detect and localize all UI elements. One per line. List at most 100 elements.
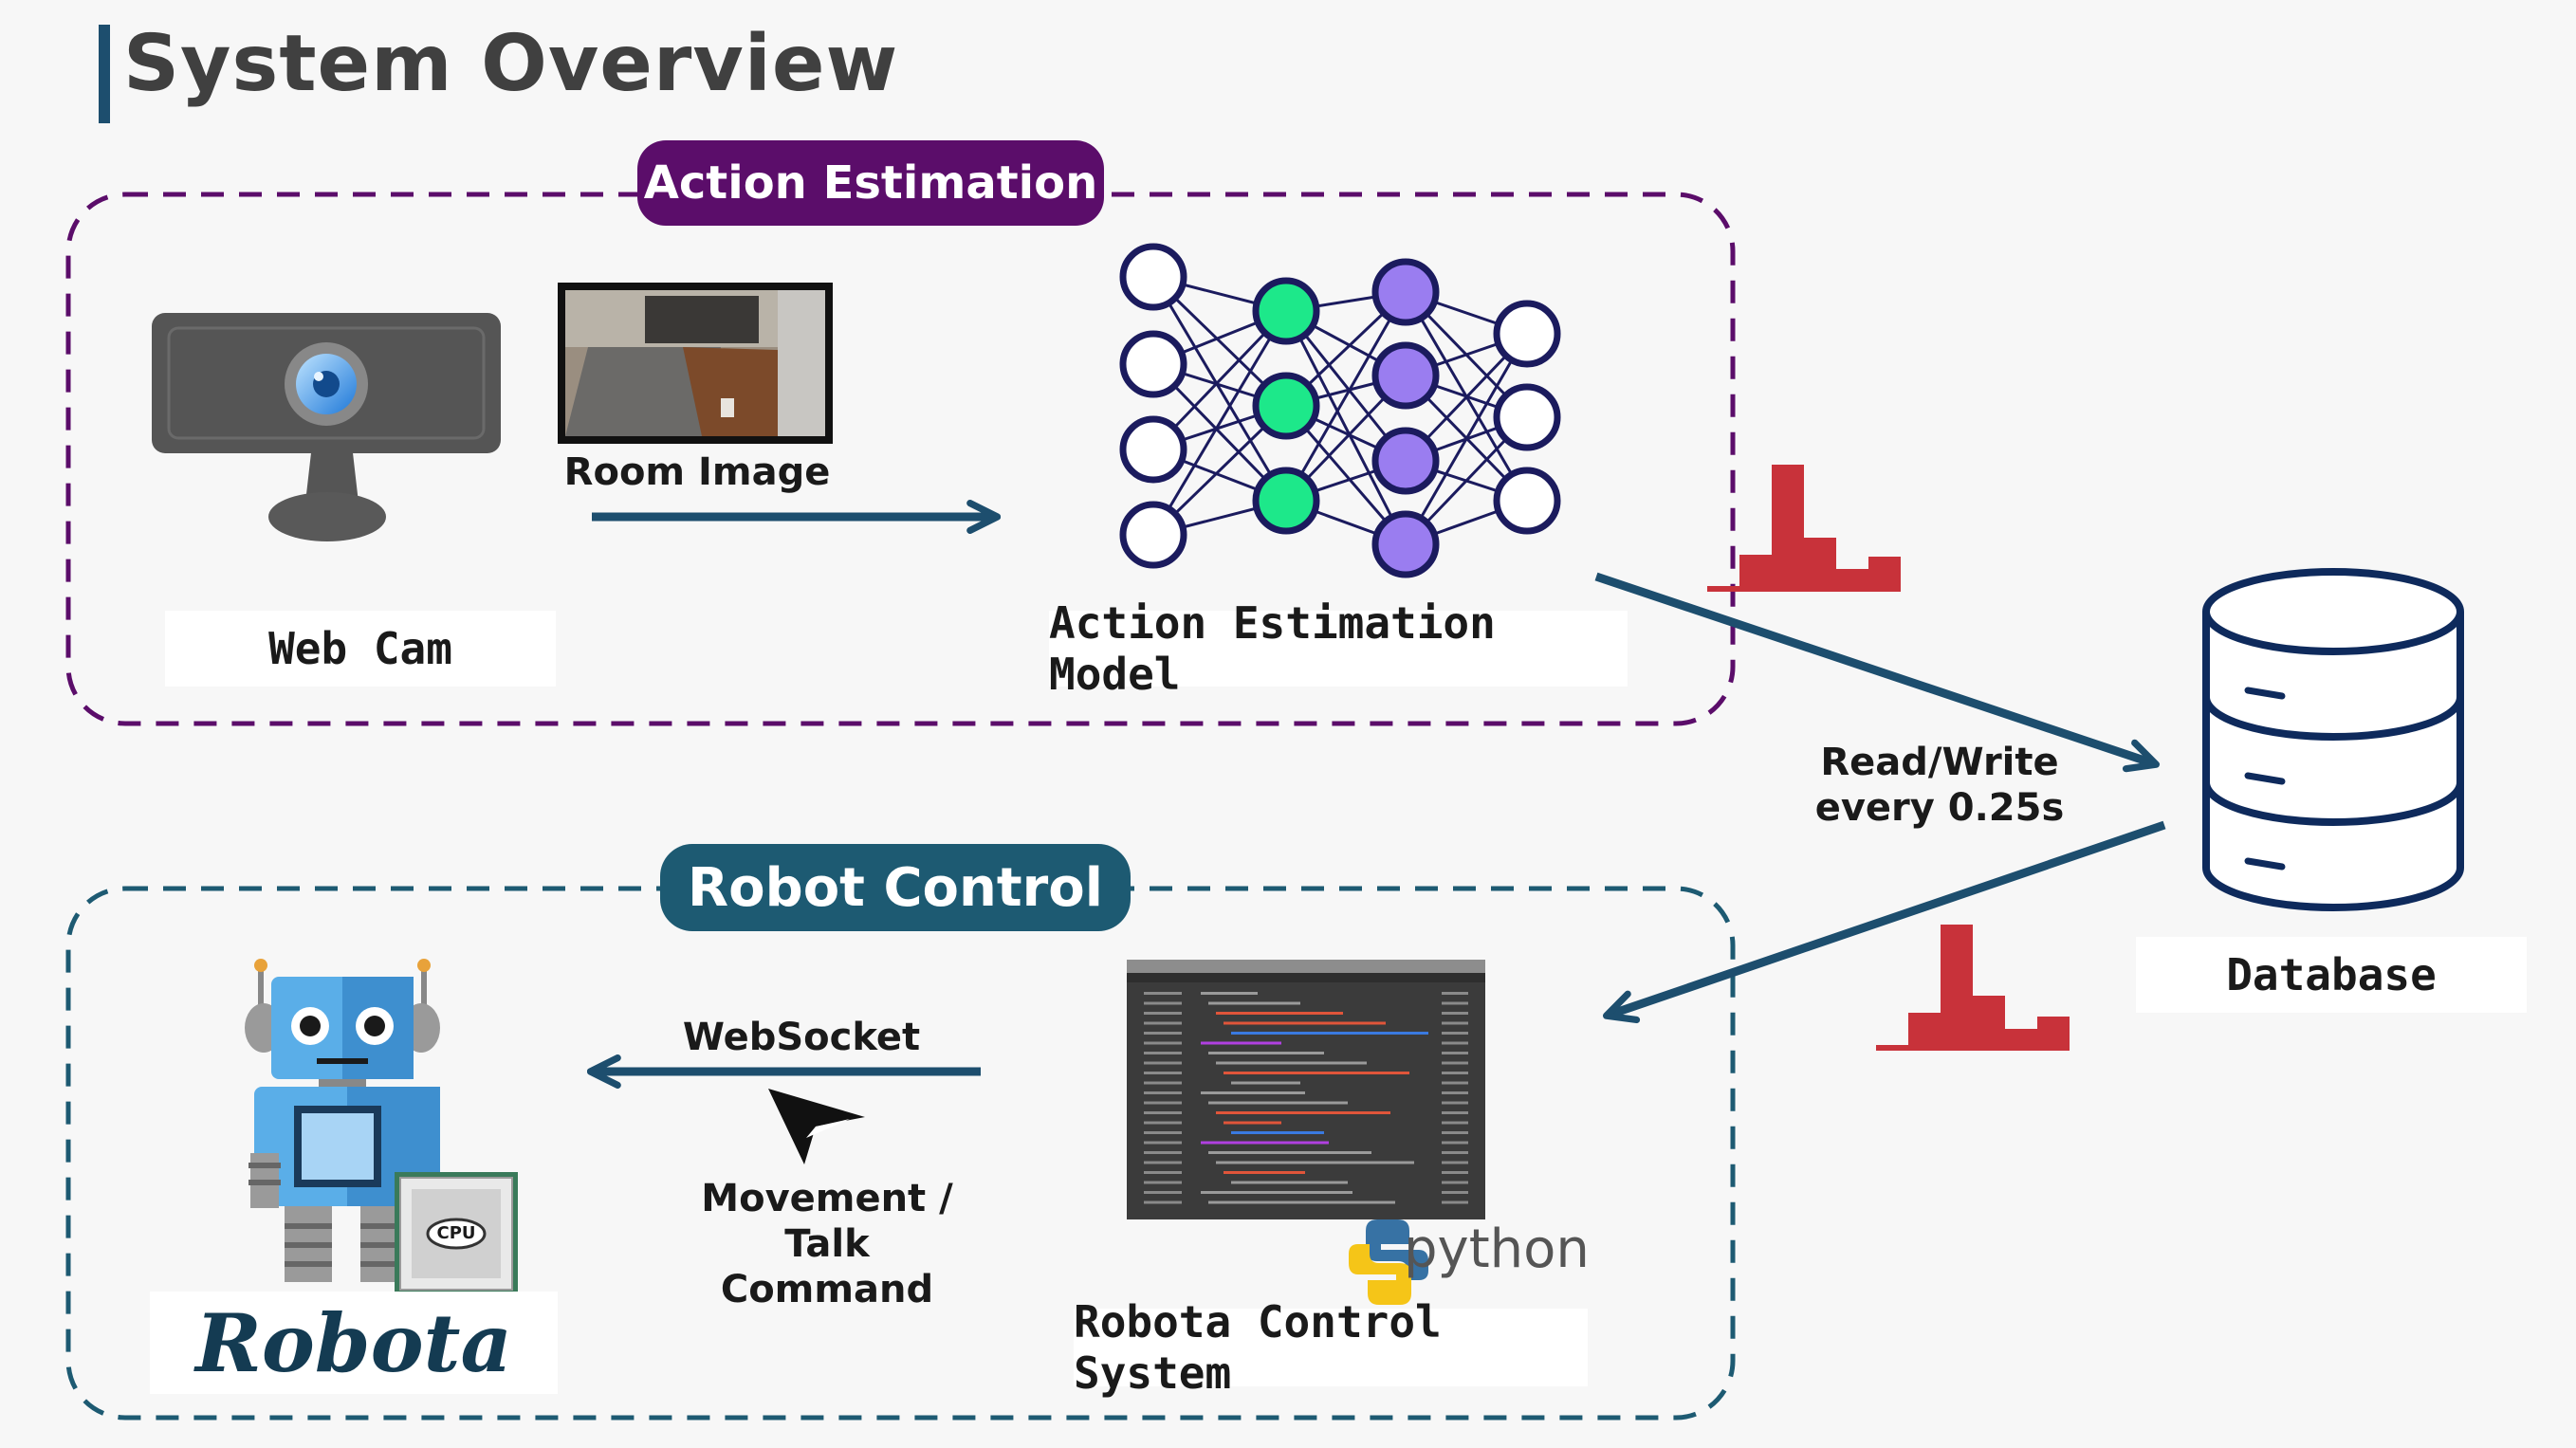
code-line (1224, 1072, 1409, 1074)
code-line (1231, 1032, 1428, 1035)
code-minimap-line (1442, 1201, 1468, 1204)
nn-node (1119, 330, 1187, 398)
robot-icon (245, 959, 440, 1282)
room-image-photo (558, 283, 833, 444)
nn-node (1371, 427, 1440, 495)
histogram-icon-top (1707, 465, 1901, 592)
code-gutter-line (1144, 1041, 1182, 1045)
code-gutter-line (1144, 1052, 1182, 1054)
control-system-label: Robota Control System (1074, 1296, 1588, 1399)
code-minimap-line (1442, 1041, 1468, 1045)
model-label: Action Estimation Model (1049, 597, 1628, 700)
code-line (1231, 1081, 1300, 1085)
nn-edge (1151, 276, 1288, 502)
database-to-control-arrow (1602, 820, 2166, 1024)
code-line (1216, 1161, 1414, 1164)
code-line (1216, 1111, 1390, 1114)
nn-node (1119, 415, 1187, 484)
code-gutter-line (1144, 1121, 1182, 1125)
webcam-label: Web Cam (165, 611, 556, 687)
code-minimap-line (1442, 1171, 1468, 1174)
code-line (1201, 992, 1258, 995)
nn-node (1252, 277, 1320, 345)
page-title: System Overview (123, 19, 899, 109)
code-line (1224, 1171, 1305, 1174)
code-minimap-line (1442, 1091, 1468, 1094)
command-label: Movement / Talk Command (701, 1177, 953, 1311)
code-gutter-line (1144, 1131, 1182, 1134)
database-icon (2202, 568, 2464, 911)
paper-plane-icon (768, 1089, 865, 1164)
python-logo-text: python (1404, 1219, 1590, 1280)
code-minimap-line (1442, 1131, 1468, 1134)
nn-node (1119, 243, 1187, 311)
code-line (1224, 1021, 1386, 1025)
action-estimation-group-label: Action Estimation (637, 140, 1104, 226)
nn-node (1493, 467, 1561, 535)
code-minimap-line (1442, 1181, 1468, 1184)
nn-edge (1284, 291, 1408, 502)
nn-node (1119, 501, 1187, 569)
code-minimap-line (1442, 1191, 1468, 1194)
code-minimap-line (1442, 1021, 1468, 1025)
nn-node (1371, 341, 1440, 410)
code-gutter-line (1144, 1001, 1182, 1005)
read-write-label: Read/Write every 0.25s (1814, 741, 2065, 830)
code-gutter-line (1144, 1021, 1182, 1025)
code-line (1216, 1061, 1367, 1065)
robot-control-group-label: Robot Control (660, 844, 1131, 931)
title-accent-bar (99, 25, 110, 123)
code-minimap-line (1442, 1072, 1468, 1074)
code-gutter-line (1144, 1171, 1182, 1174)
code-gutter-line (1144, 1201, 1182, 1204)
python-logo-icon (1349, 1219, 1428, 1305)
code-line (1208, 1052, 1324, 1054)
code-gutter-line (1144, 1072, 1182, 1074)
code-minimap-line (1442, 1111, 1468, 1114)
nn-node (1252, 467, 1320, 535)
model-to-database-arrow (1594, 572, 2161, 773)
webcam-icon (152, 313, 501, 541)
nn-edge (1284, 310, 1408, 545)
code-minimap-line (1442, 1081, 1468, 1085)
code-line (1224, 1121, 1281, 1125)
histogram-icon-bottom (1876, 925, 2070, 1051)
code-minimap-line (1442, 1101, 1468, 1105)
nn-node (1493, 300, 1561, 368)
database-label: Database (2136, 937, 2527, 1013)
code-line (1216, 1012, 1343, 1015)
code-minimap-line (1442, 1141, 1468, 1145)
nn-node (1371, 258, 1440, 326)
neural-network-icon (1119, 243, 1561, 578)
code-line (1201, 1191, 1352, 1194)
nn-node (1371, 510, 1440, 578)
code-line (1231, 1131, 1324, 1134)
nn-node (1493, 383, 1561, 451)
code-gutter-line (1144, 1061, 1182, 1065)
code-minimap-line (1442, 1052, 1468, 1054)
code-gutter-line (1144, 992, 1182, 995)
code-gutter-line (1144, 1161, 1182, 1164)
code-line (1201, 1091, 1305, 1094)
code-line (1201, 1141, 1329, 1145)
robota-logo-text: Robota (150, 1292, 558, 1394)
nn-node (1252, 372, 1320, 440)
code-minimap-line (1442, 1061, 1468, 1065)
code-minimap-line (1442, 1001, 1468, 1005)
code-gutter-line (1144, 1141, 1182, 1145)
code-minimap-line (1442, 1012, 1468, 1015)
websocket-label: WebSocket (682, 1016, 921, 1059)
code-gutter-line (1144, 1191, 1182, 1194)
nn-edge (1404, 333, 1529, 545)
code-minimap-line (1442, 1151, 1468, 1154)
code-line (1231, 1181, 1348, 1184)
code-line (1208, 1101, 1348, 1105)
code-line (1208, 1001, 1300, 1005)
cpu-label: CPU (436, 1223, 476, 1243)
code-minimap-line (1442, 1032, 1468, 1035)
code-minimap-line (1442, 1161, 1468, 1164)
code-line (1208, 1151, 1371, 1154)
code-line (1201, 1041, 1281, 1045)
code-gutter-line (1144, 1081, 1182, 1085)
